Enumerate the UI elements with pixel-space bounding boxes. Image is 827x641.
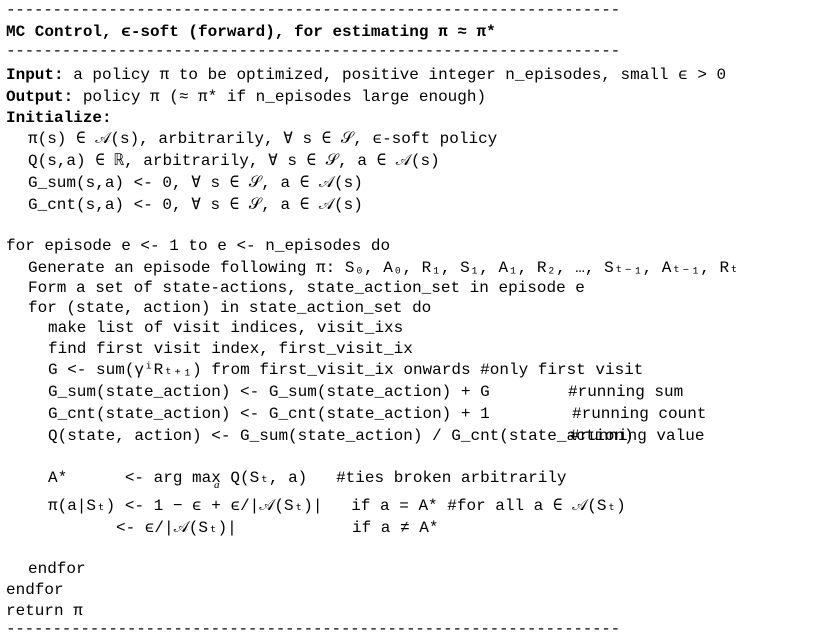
title-rule: ----------------------------------------…	[6, 43, 620, 59]
q-update: Q(state, action) <- G_sum(state_action) …	[48, 427, 634, 445]
state-action-loop: for (state, action) in state_action_set …	[28, 299, 432, 317]
form-set: Form a set of state-actions, state_actio…	[28, 279, 585, 297]
input-text: a policy π to be optimized, positive int…	[63, 66, 727, 84]
output-label: Output:	[6, 88, 74, 106]
init-q: Q(s,a) ∈ ℝ, arbitrarily, ∀ s ∈ 𝒮, a ∈ 𝒜(…	[28, 152, 440, 170]
policy-update-other: <- ϵ/|𝒜(Sₜ)| if a ≠ A*	[116, 519, 439, 537]
gsum-update: G_sum(state_action) <- G_sum(state_actio…	[48, 383, 490, 401]
return-policy: return π	[6, 602, 83, 620]
gsum-comment: #running sum	[568, 383, 684, 401]
gcnt-comment: #running count	[572, 405, 707, 423]
top-rule: ----------------------------------------…	[6, 2, 620, 18]
q-comment: #running value	[570, 427, 705, 445]
endfor-outer: endfor	[6, 581, 64, 599]
input-label: Input:	[6, 66, 64, 84]
generate-episode: Generate an episode following π: S₀, A₀,…	[28, 259, 739, 277]
gcnt-update: G_cnt(state_action) <- G_cnt(state_actio…	[48, 405, 490, 423]
output-text: policy π (≈ π* if n_episodes large enoug…	[73, 88, 487, 106]
bottom-rule: ----------------------------------------…	[6, 621, 620, 637]
output-line: Output: policy π (≈ π* if n_episodes lar…	[6, 87, 486, 107]
find-first-visit: find first visit index, first_visit_ix	[48, 340, 413, 358]
make-visit-list: make list of visit indices, visit_ixs	[48, 319, 404, 337]
episode-loop: for episode e <- 1 to e <- n_episodes do	[6, 237, 391, 255]
init-gsum: G_sum(s,a) <- 0, ∀ s ∈ 𝒮, a ∈ 𝒜(s)	[28, 174, 363, 192]
return-sum: G <- sum(γⁱRₜ₊₁) from first_visit_ix onw…	[48, 361, 644, 379]
initialize-label: Initialize:	[6, 109, 112, 127]
argmax-subscript: a	[214, 479, 220, 491]
algorithm-title: MC Control, ϵ-soft (forward), for estima…	[6, 23, 496, 41]
policy-update-greedy: π(a|Sₜ) <- 1 − ϵ + ϵ/|𝒜(Sₜ)| if a = A* #…	[48, 497, 626, 515]
endfor-inner: endfor	[28, 560, 86, 578]
greedy-action: A* <- arg max Q(Sₜ, a) #ties broken arbi…	[48, 469, 567, 487]
input-line: Input: a policy π to be optimized, posit…	[6, 65, 726, 85]
init-gcnt: G_cnt(s,a) <- 0, ∀ s ∈ 𝒮, a ∈ 𝒜(s)	[28, 196, 363, 214]
init-policy: π(s) ∈ 𝒜(s), arbitrarily, ∀ s ∈ 𝒮, ϵ-sof…	[28, 130, 498, 148]
